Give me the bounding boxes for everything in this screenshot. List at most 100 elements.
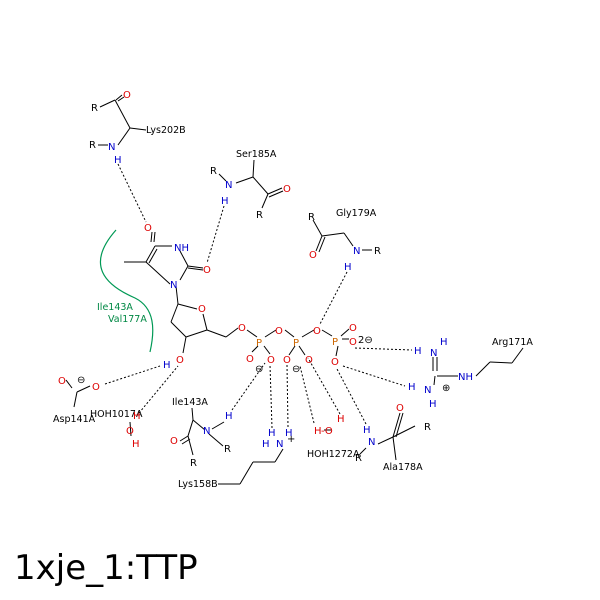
- water-label-hoh1017a: HOH1017A: [90, 409, 143, 420]
- residue-ser185a: Ser185A R N H O R: [210, 149, 291, 221]
- nitrogen-atom: N: [353, 246, 360, 257]
- oxygen-atom: O: [92, 382, 100, 393]
- residue-asp141a: O O ⊖ Asp141A: [53, 375, 100, 425]
- hydrophobic-contact: Ile143A Val177A: [97, 229, 154, 353]
- r-label: R: [210, 166, 217, 177]
- oxygen-atom: O: [198, 304, 206, 315]
- hydrogen-atom: H: [429, 399, 437, 410]
- hbond-line: [354, 347, 413, 351]
- r-label: R: [424, 422, 431, 433]
- phosphorus-atom: P: [256, 338, 262, 349]
- hydrogen-atom: H: [414, 346, 422, 357]
- residue-label-lys158b: Lys158B: [178, 479, 218, 490]
- oxygen-atom: O: [349, 323, 357, 334]
- phosphorus-atom: P: [332, 337, 338, 348]
- charge-plus: ⊕: [442, 383, 450, 394]
- hydrogen-atom: H: [268, 428, 276, 439]
- hbond-line: [117, 163, 147, 223]
- nitrogen-atom: NH: [174, 243, 189, 254]
- nitrogen-atom: N: [430, 348, 437, 359]
- oxygen-atom: O: [144, 223, 152, 234]
- charge-plus: +: [287, 434, 295, 445]
- r-label: R: [224, 444, 231, 455]
- hbond-line: [286, 364, 289, 428]
- hbond-line: [104, 365, 161, 385]
- r-label: R: [308, 212, 315, 223]
- residue-label-asp141a: Asp141A: [53, 414, 96, 425]
- residue-label-lys202b: Lys202B: [146, 125, 186, 136]
- oxygen-atom: O: [275, 326, 283, 337]
- oxygen-atom: O: [246, 354, 254, 365]
- nitrogen-atom: N: [225, 180, 232, 191]
- r-label: R: [89, 140, 96, 151]
- hydrogen-atom: H: [440, 337, 448, 348]
- hbond-line: [342, 365, 406, 387]
- residue-lys158b: H H N H + Lys158B: [178, 428, 295, 490]
- oxygen-atom: O: [176, 355, 184, 366]
- residue-lys202b: R O R N H Lys202B: [89, 90, 186, 166]
- phosphorus-atom: P: [293, 338, 299, 349]
- r-label: R: [355, 453, 362, 464]
- hbond-line: [319, 271, 348, 325]
- nitrogen-atom: N: [368, 437, 375, 448]
- oxygen-atom: O: [170, 436, 178, 447]
- ttp-thymine-base: O NH O N: [124, 223, 211, 305]
- page-title: 1xje_1:TTP: [14, 548, 198, 588]
- hydrophobic-label-ile143a: Ile143A: [97, 302, 133, 313]
- hydrogen-atom: H: [337, 414, 345, 425]
- oxygen-atom: O: [283, 355, 291, 366]
- r-label: R: [374, 246, 381, 257]
- nitrogen-atom: NH: [458, 372, 473, 383]
- hydrogen-atom: H: [285, 428, 293, 439]
- oxygen-atom: O: [309, 250, 317, 261]
- hbond-line: [231, 362, 266, 411]
- residue-gly179a: Gly179A R O N R H: [308, 208, 381, 273]
- residue-ala178a: H N R O R Ala178A: [355, 403, 431, 473]
- oxygen-atom: O: [396, 403, 404, 414]
- hydrophobic-label-val177a: Val177A: [108, 314, 147, 325]
- r-label: R: [190, 458, 197, 469]
- hydrogen-atom: H: [114, 155, 122, 166]
- oxygen-atom: O: [349, 337, 357, 348]
- r-label: R: [91, 103, 98, 114]
- residue-label-ile143a: Ile143A: [172, 397, 208, 408]
- hydrogen-atom: H: [221, 196, 229, 207]
- nitrogen-atom: N: [424, 385, 431, 396]
- water-hoh1272a: H -O H HOH1272A: [307, 414, 360, 460]
- hydrogen-atom: H: [363, 425, 371, 436]
- charge-minus: ⊖: [77, 375, 85, 386]
- oxygen-atom: O: [283, 184, 291, 195]
- water-hoh1017a: HOH1017A O H H: [90, 409, 143, 450]
- oxygen-atom: O: [331, 357, 339, 368]
- hydrogen-atom: H: [408, 382, 416, 393]
- hbond-line: [299, 365, 315, 424]
- hbond-line: [206, 205, 225, 264]
- hydrogen-atom: H: [262, 439, 270, 450]
- ttp-triphosphate: P O P O P O O O O O O O ⊖ ⊖ 2⊖: [246, 323, 373, 375]
- residue-label-gly179a: Gly179A: [336, 208, 377, 219]
- oxygen-atom: -O: [321, 426, 333, 437]
- residue-label-arg171a: Arg171A: [492, 337, 533, 348]
- nitrogen-atom: N: [276, 439, 283, 450]
- nitrogen-atom: N: [108, 142, 115, 153]
- charge-minus: ⊖: [292, 364, 300, 375]
- hydrogen-atom: H: [314, 426, 322, 437]
- charge-minus: ⊖: [255, 364, 263, 375]
- residue-label-ala178a: Ala178A: [383, 462, 423, 473]
- hydrogen-atom: H: [133, 411, 141, 422]
- hbond-line: [269, 364, 273, 429]
- oxygen-atom: O: [126, 426, 134, 437]
- charge-phosphate: 2⊖: [358, 335, 373, 346]
- r-label: R: [256, 210, 263, 221]
- hydrogen-bonds: [104, 163, 413, 429]
- residue-label-ser185a: Ser185A: [236, 149, 277, 160]
- hydrogen-atom: H: [163, 360, 171, 371]
- oxygen-atom: O: [267, 355, 275, 366]
- hbond-line: [307, 357, 341, 415]
- ttp-sugar: O O O H: [163, 303, 246, 371]
- nitrogen-atom: N: [203, 426, 210, 437]
- residue-arg171a: H N H NH N H H ⊕ Arg171A: [408, 337, 533, 410]
- residue-ile143a: Ile143A H N O R R: [170, 397, 233, 469]
- hydrophobic-arc: [99, 229, 154, 353]
